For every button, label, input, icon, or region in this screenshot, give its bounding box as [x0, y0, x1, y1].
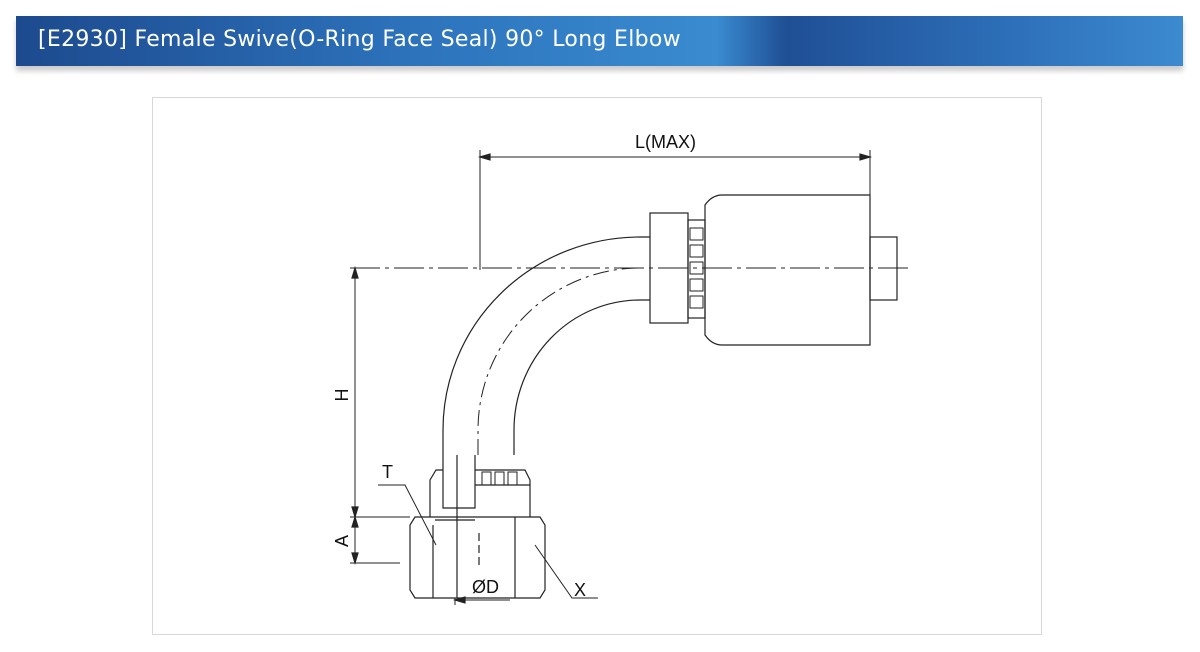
- label-l-max: L(MAX): [635, 132, 696, 152]
- sleeve: [704, 194, 871, 346]
- label-x: X: [574, 580, 586, 600]
- label-od: ØD: [472, 577, 499, 597]
- drawing-frame: [152, 97, 1042, 635]
- elbow-centerline: [477, 267, 641, 455]
- page-title: [E2930] Female Swive(O-Ring Face Seal) 9…: [38, 27, 681, 52]
- elbow-inner: [513, 299, 650, 455]
- sleeve-tail: [869, 236, 898, 301]
- title-banner: [E2930] Female Swive(O-Ring Face Seal) 9…: [16, 16, 1183, 66]
- knurl-ring: [687, 219, 706, 319]
- hex-nut: [409, 516, 546, 599]
- elbow-outer: [442, 236, 650, 455]
- label-a: A: [332, 535, 352, 547]
- stem: [442, 455, 476, 509]
- label-h: H: [332, 389, 352, 402]
- label-t: T: [382, 462, 393, 482]
